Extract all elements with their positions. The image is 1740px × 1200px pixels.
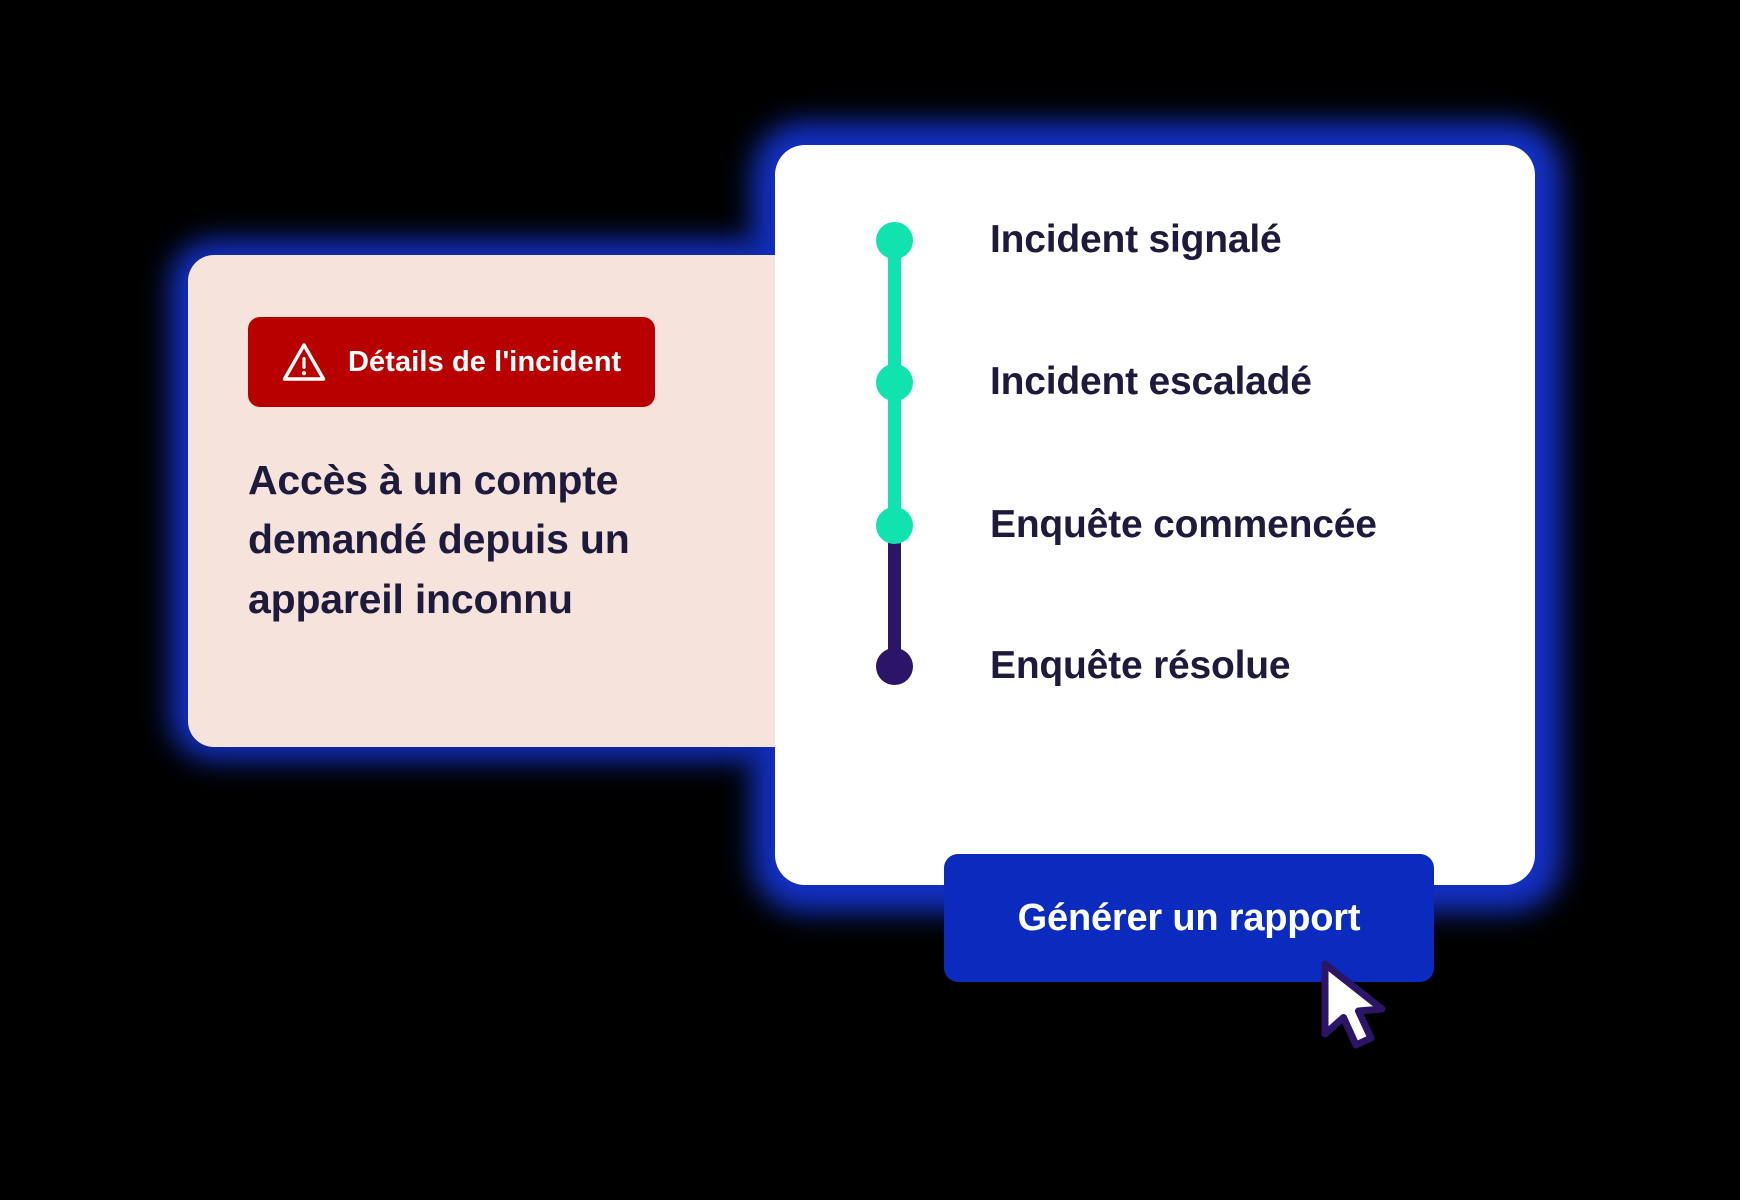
incident-timeline: Incident signalé Incident escaladé Enquê… [857, 218, 1497, 803]
timeline-dot-3 [876, 506, 913, 544]
timeline-dot-4 [876, 647, 913, 685]
timeline-step-incident-escalade[interactable]: Incident escaladé [857, 360, 1497, 403]
timeline-label-3: Enquête commencée [990, 503, 1377, 546]
timeline-label-2: Incident escaladé [990, 360, 1312, 403]
generate-report-button[interactable]: Générer un rapport [944, 854, 1434, 982]
timeline-label-1: Incident signalé [990, 218, 1282, 261]
timeline-dot-1 [876, 221, 913, 259]
incident-timeline-card: Incident signalé Incident escaladé Enquê… [775, 145, 1535, 885]
timeline-step-incident-signale[interactable]: Incident signalé [857, 218, 1497, 261]
incident-headline: Accès à un compte demandé depuis un appa… [248, 457, 630, 622]
timeline-rail-2 [888, 381, 901, 541]
timeline-step-enquete-commencee[interactable]: Enquête commencée [857, 503, 1497, 546]
warning-triangle-icon [282, 342, 326, 382]
timeline-rail-3 [888, 523, 901, 681]
timeline-dot-2 [876, 363, 913, 401]
timeline-step-enquete-resolue[interactable]: Enquête résolue [857, 644, 1497, 687]
incident-details-badge: Détails de l'incident [248, 317, 656, 407]
timeline-label-4: Enquête résolue [990, 644, 1291, 687]
incident-badge-label: Détails de l'incident [348, 345, 622, 378]
incident-details-card: Détails de l'incident Accès à un compte … [188, 255, 776, 747]
timeline-rail-1 [888, 241, 901, 396]
